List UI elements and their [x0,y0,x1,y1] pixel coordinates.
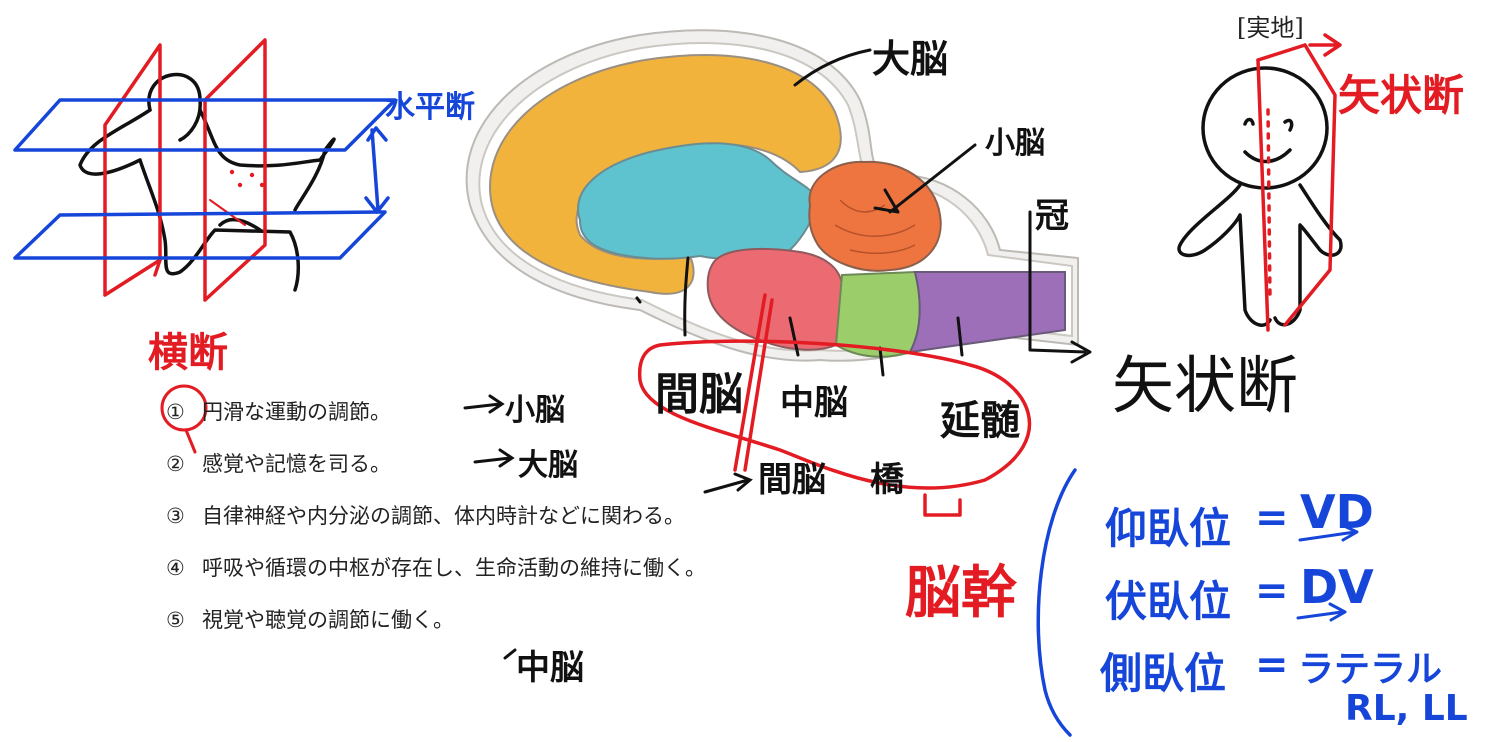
horizontal-plane-label: 水平断 [385,90,475,125]
brain-leader-lines [635,48,1092,377]
equals-sign: = [1255,642,1289,688]
lateral-label: 側臥位 [1100,649,1227,698]
medulla-label: 延髄 [940,398,1020,444]
question-number: ⑤ [166,608,185,632]
question-text: 円滑な運動の調節。 [202,400,391,424]
answer-1-label: 小脳 [505,393,565,428]
midbrain-label: 中脳 [780,383,848,423]
positions-bracket [1036,468,1077,737]
question-1-circle [160,384,208,432]
question-number: ① [166,400,185,424]
lateral-sub-value: RL, LL [1345,688,1468,729]
supine-value: VD [1300,485,1374,539]
question-text: 感覚や記憶を司る。 [202,452,391,476]
exam-tag: [実地] [1237,14,1304,42]
brainstem-label: 脳幹 [905,561,1017,626]
lateral-value: ラテラル [1298,649,1443,690]
prone-label: 伏臥位 [1105,577,1232,626]
equals-sign: = [1255,568,1289,614]
question-number: ③ [166,504,185,528]
prone-value: DV [1300,560,1374,614]
answer-5-label: 中脳 [516,648,584,688]
question-item: ② 感覚や記憶を司る。 [166,448,391,478]
sagittal-label-main: 矢状断 [1112,349,1299,422]
medulla-region [908,271,1066,354]
supine-label: 仰臥位 [1105,504,1232,553]
brainstem-outline [637,293,1032,517]
answer-2-label: 大脳 [518,448,578,483]
coronal-label: 冠 [1035,196,1069,236]
sagittal-plane-right [1256,33,1342,332]
question-text: 呼吸や循環の中枢が存在し、生命活動の維持に働く。 [202,556,706,580]
pons-label: 橋 [870,460,904,500]
question-number: ④ [166,556,185,580]
cerebellum-region [808,160,942,272]
question-item: ⑤ 視覚や聴覚の調節に働く。 [166,604,454,634]
midbrain-region [706,247,844,351]
horizontal-planes-sketch [13,98,397,260]
transverse-plane-label: 横断 [148,330,228,376]
question-item: ① 円滑な運動の調節。 [166,396,391,426]
cerebrum-label: 大脳 [872,37,949,81]
equals-sign: = [1255,495,1289,541]
question-item: ③ 自律神経や内分泌の調節、体内時計などに関わる。 [166,500,685,530]
sagittal-label-right: 矢状断 [1338,71,1465,120]
question-text: 自律神経や内分泌の調節、体内時計などに関わる。 [202,504,685,528]
cerebellum-label: 小脳 [985,126,1045,161]
question-item: ④ 呼吸や循環の中枢が存在し、生命活動の維持に働く。 [166,552,706,582]
diencephalon-label: 間脳 [655,369,743,420]
question-text: 視覚や聴覚の調節に働く。 [202,608,454,632]
standing-figure-sketch [1177,66,1343,327]
body-figure-sketch [78,72,336,292]
question-number: ② [166,452,185,476]
diencephalon-label-2: 間脳 [758,460,826,500]
